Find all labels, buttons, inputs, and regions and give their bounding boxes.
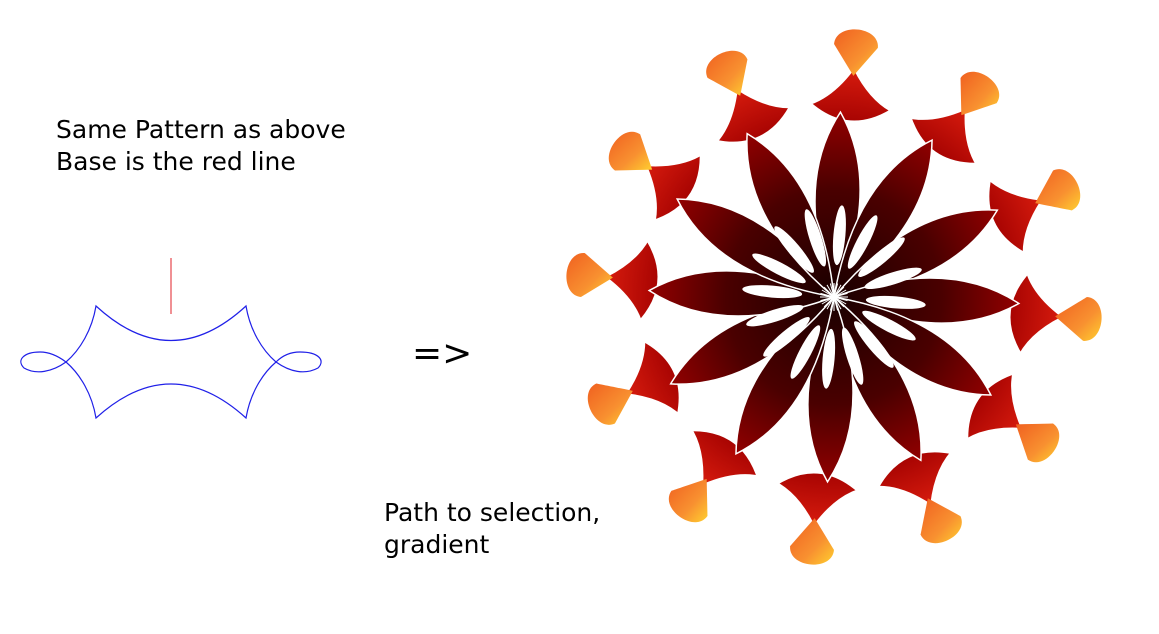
orange-teardrop xyxy=(960,71,1000,116)
left-caption: Same Pattern as above Base is the red li… xyxy=(56,114,346,178)
center-ray xyxy=(833,296,845,308)
right-caption: Path to selection, gradient xyxy=(384,497,600,561)
white-slit xyxy=(862,310,916,341)
center-ray xyxy=(833,289,847,298)
orange-teardrop xyxy=(920,498,962,544)
center-ray xyxy=(833,283,839,298)
orange-teardrop xyxy=(668,478,708,523)
white-slit xyxy=(858,237,905,277)
right-caption-line1: Path to selection, xyxy=(384,498,601,527)
white-slit xyxy=(841,327,864,385)
center-ray xyxy=(820,292,835,298)
left-caption-line2: Base is the red line xyxy=(56,147,296,176)
orange-teardrop xyxy=(1055,297,1102,341)
center-ray xyxy=(833,296,839,311)
center-ray xyxy=(829,296,835,311)
center-ray xyxy=(833,296,842,310)
center-ray xyxy=(821,296,835,305)
center-ray xyxy=(820,296,835,302)
orange-teardrop xyxy=(1015,423,1060,463)
mandala-result xyxy=(566,29,1102,565)
center-ray xyxy=(833,296,848,302)
base-pattern xyxy=(20,258,322,420)
white-slit xyxy=(854,321,894,368)
center-ray xyxy=(823,296,835,308)
orange-teardrop xyxy=(587,383,633,425)
center-ray xyxy=(833,286,845,298)
white-slit xyxy=(746,304,804,327)
white-slit xyxy=(832,205,846,266)
white-slit xyxy=(822,328,836,389)
white-slit xyxy=(865,295,926,309)
white-slit xyxy=(742,285,803,299)
orange-teardrop xyxy=(566,253,613,297)
center-ray xyxy=(826,284,835,298)
center-ray xyxy=(833,292,848,298)
orange-teardrop xyxy=(1035,169,1081,211)
center-ray xyxy=(821,289,835,298)
orange-teardrop xyxy=(790,518,834,565)
white-slit xyxy=(790,325,821,379)
white-slit xyxy=(752,253,806,284)
arrow-symbol: => xyxy=(412,333,473,374)
right-caption-line2: gradient xyxy=(384,530,490,559)
center-ray xyxy=(823,286,835,298)
white-slit xyxy=(847,215,878,269)
orange-teardrop xyxy=(834,29,878,76)
white-slit xyxy=(763,317,810,357)
white-slit xyxy=(774,226,814,273)
orange-teardrop xyxy=(706,50,748,96)
white-slit xyxy=(864,267,922,290)
center-ray xyxy=(833,284,842,298)
center-ray xyxy=(833,296,847,305)
center-ray xyxy=(826,296,835,310)
orange-teardrop xyxy=(608,131,653,171)
center-ray xyxy=(829,283,835,298)
white-slit xyxy=(804,209,827,267)
pattern-path xyxy=(20,304,322,420)
left-caption-line1: Same Pattern as above xyxy=(56,115,346,144)
